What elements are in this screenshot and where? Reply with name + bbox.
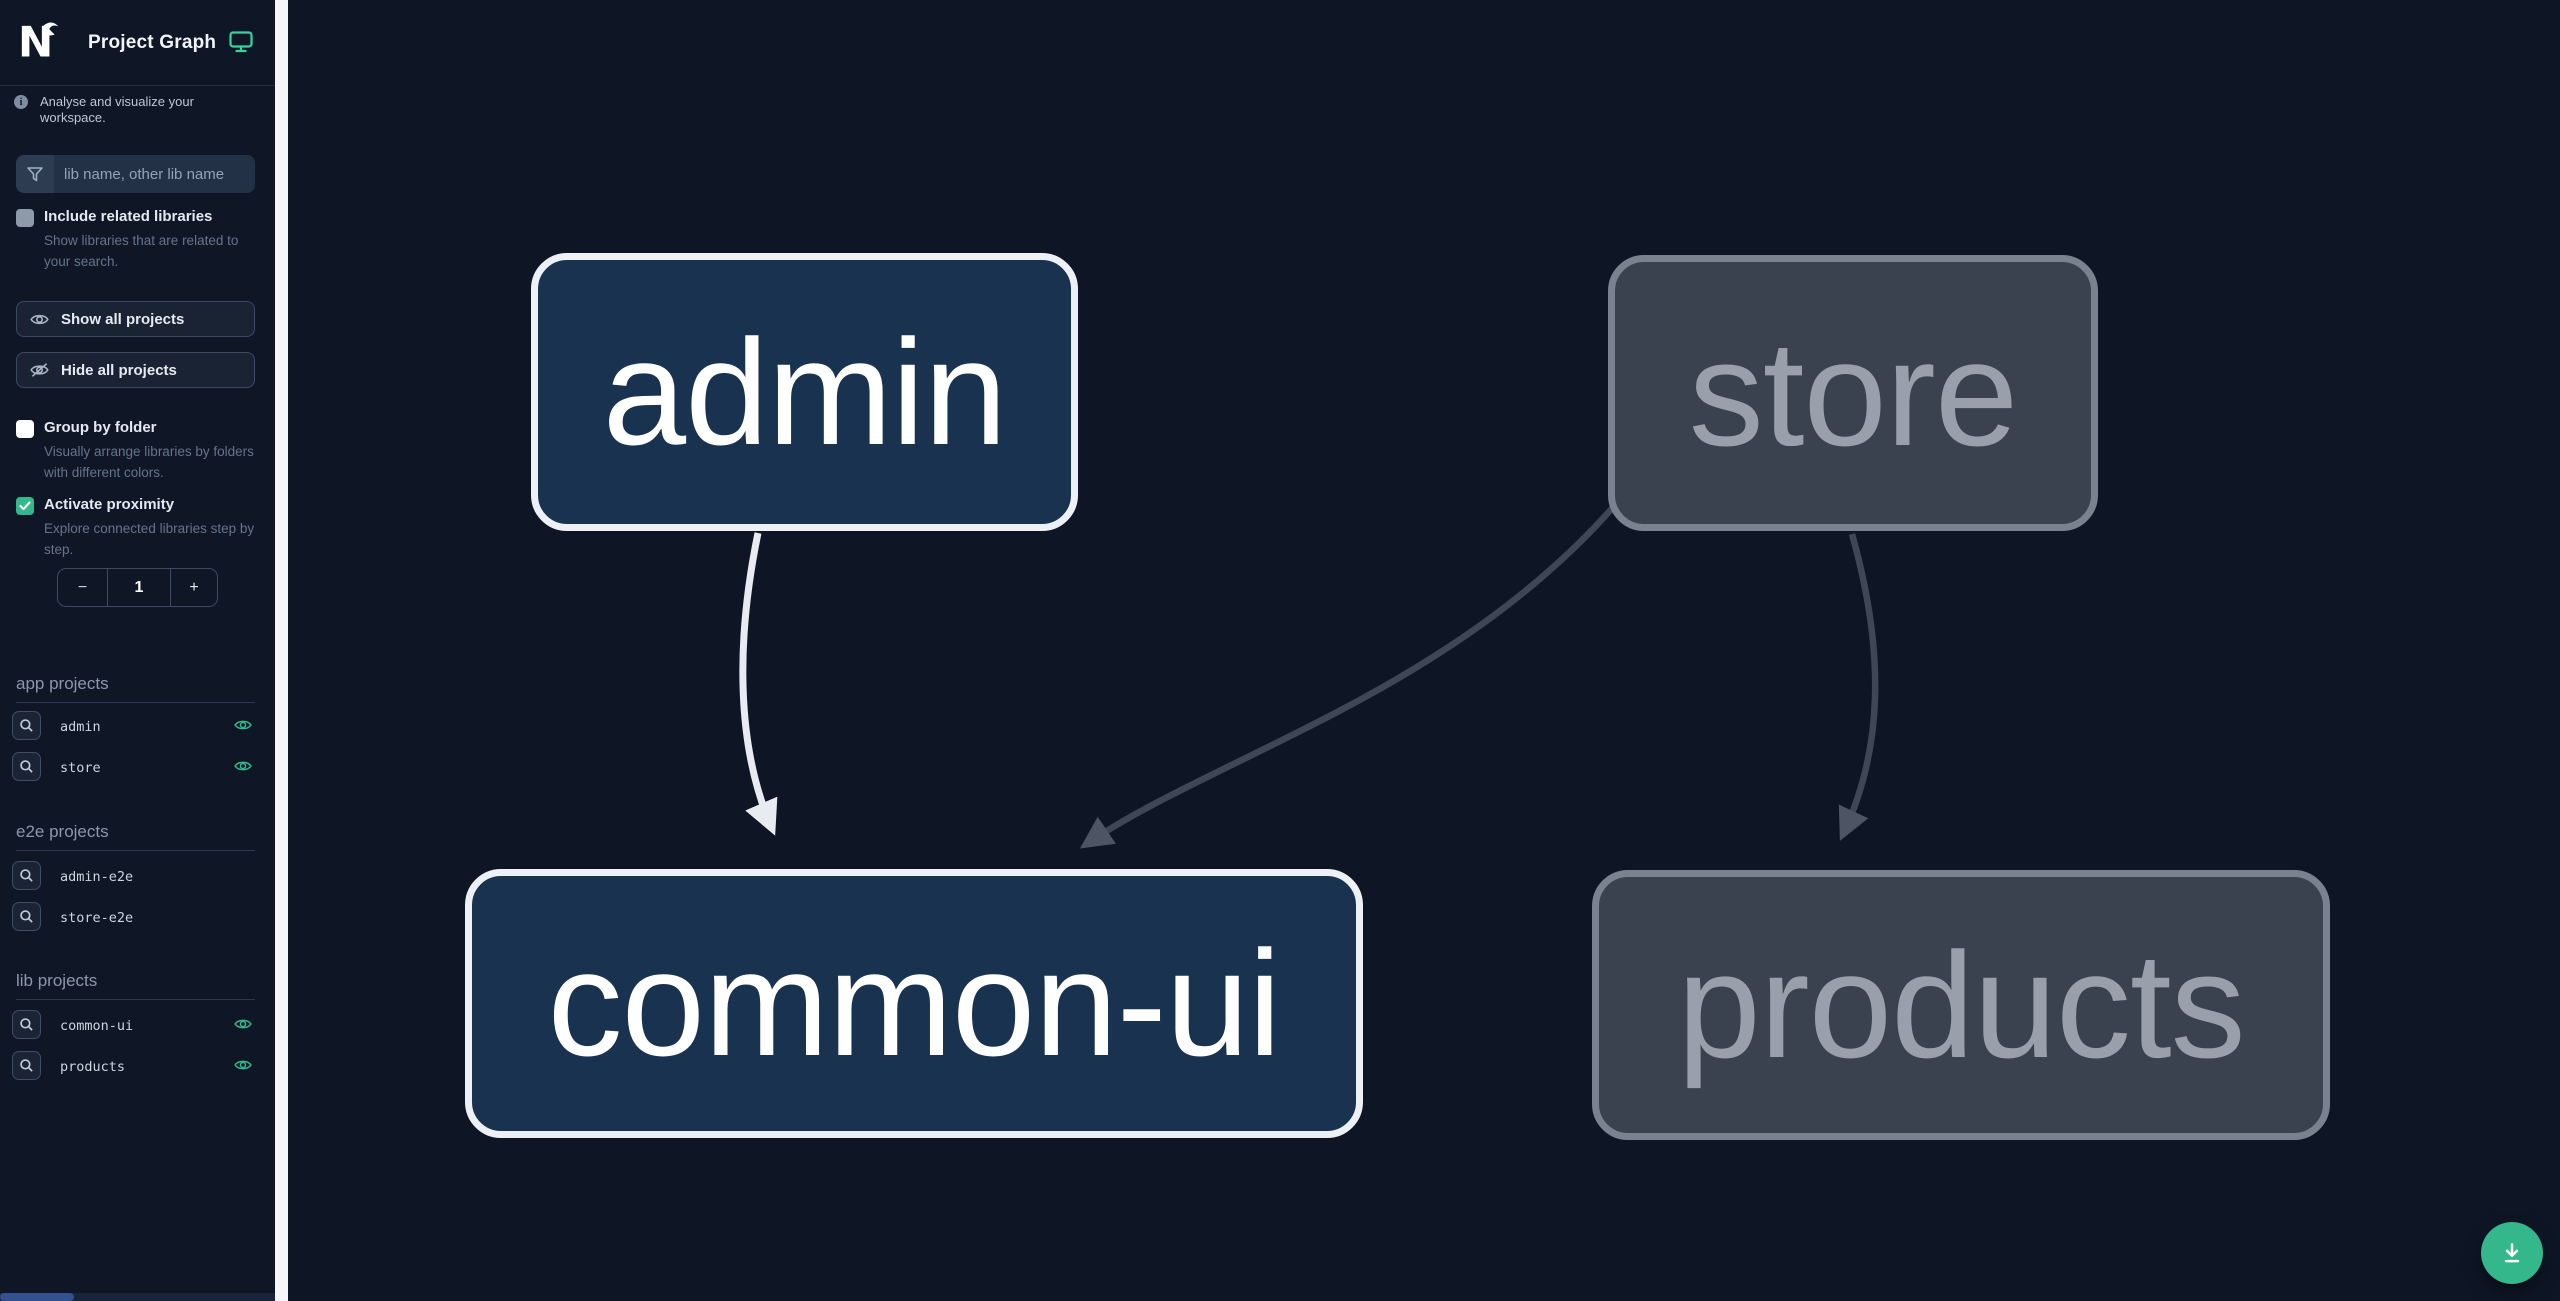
checkbox-description: Visually arrange libraries by folders wi…: [44, 444, 254, 480]
node-label: store: [1688, 308, 2018, 477]
section-title-lib-projects: lib projects: [16, 971, 255, 1000]
increment-button[interactable]: +: [189, 578, 199, 596]
edge-store-to-common-ui: [1079, 494, 1625, 849]
edges-layer: [739, 494, 1879, 849]
include-related-checkbox[interactable]: [16, 209, 34, 227]
sidebar: N Project Graph i Analyse and visualize …: [0, 0, 275, 1301]
project-name: common-ui: [60, 1018, 134, 1034]
eye-off-icon: [30, 362, 49, 378]
funnel-icon: [16, 155, 54, 193]
focus-project-icon: [20, 1018, 33, 1031]
monitor-icon[interactable]: [229, 31, 253, 53]
project-name: admin: [60, 719, 101, 735]
project-row-products: products: [12, 1051, 256, 1081]
graph-node-admin[interactable]: admin: [531, 253, 1078, 531]
focus-project-button[interactable]: [12, 1051, 41, 1080]
checkbox-label: Include related libraries: [44, 208, 213, 225]
edge-store-to-products: [1838, 533, 1879, 841]
search-input[interactable]: [54, 155, 255, 193]
checkbox-description: Explore connected libraries step by step…: [44, 521, 255, 557]
focus-project-icon: [20, 1059, 33, 1072]
include-related-row: Include related libraries Show libraries…: [16, 207, 256, 277]
activate-proximity-row: Activate proximity Explore connected lib…: [16, 495, 256, 565]
download-button[interactable]: [2481, 1222, 2543, 1284]
toggle-visibility-eye-icon[interactable]: [234, 718, 252, 732]
group-by-folder-row: Group by folder Visually arrange librari…: [16, 418, 256, 488]
project-row-store: store: [12, 752, 256, 782]
focus-project-button[interactable]: [12, 861, 41, 890]
graph-node-store[interactable]: store: [1608, 255, 2098, 531]
section-title-app-projects: app projects: [16, 674, 255, 703]
toggle-visibility-eye-icon[interactable]: [234, 1058, 252, 1072]
button-label: Show all projects: [61, 310, 185, 328]
horizontal-scrollbar-thumb[interactable]: [0, 1293, 74, 1301]
focus-project-button[interactable]: [12, 752, 41, 781]
section-title-e2e-projects: e2e projects: [16, 822, 255, 851]
workspace-info: i Analyse and visualize your workspace.: [14, 94, 262, 126]
project-name: store: [60, 760, 101, 776]
project-name: store-e2e: [60, 910, 134, 926]
activate-proximity-checkbox[interactable]: [16, 497, 34, 515]
project-row-admin-e2e: admin-e2e: [12, 861, 256, 891]
focus-project-icon: [20, 910, 33, 923]
node-label: products: [1677, 920, 2245, 1089]
page-title: Project Graph: [88, 32, 217, 53]
sidebar-header: N Project Graph: [0, 0, 275, 86]
checkbox-description: Show libraries that are related to your …: [44, 233, 239, 269]
download-icon: [2504, 1243, 2520, 1263]
graph-node-common-ui[interactable]: common-ui: [465, 869, 1363, 1138]
nx-logo-icon: N: [18, 18, 62, 67]
group-by-folder-checkbox[interactable]: [16, 420, 34, 438]
info-icon: i: [14, 95, 28, 109]
filter-box: [16, 155, 255, 193]
toggle-visibility-eye-icon[interactable]: [234, 759, 252, 773]
toggle-visibility-eye-icon[interactable]: [234, 1017, 252, 1031]
project-name: admin-e2e: [60, 869, 134, 885]
project-row-store-e2e: store-e2e: [12, 902, 256, 932]
tagline: Analyse and visualize your workspace.: [40, 94, 194, 125]
checkbox-label: Activate proximity: [44, 496, 175, 513]
focus-project-icon: [20, 719, 33, 732]
horizontal-scrollbar: [0, 1293, 275, 1301]
graph-node-products[interactable]: products: [1592, 870, 2330, 1140]
decrement-button[interactable]: −: [77, 578, 88, 596]
show-all-projects-button[interactable]: Show all projects: [16, 301, 255, 337]
hide-all-projects-button[interactable]: Hide all projects: [16, 352, 255, 388]
eye-icon: [30, 312, 49, 327]
proximity-value: 1: [107, 569, 171, 606]
proximity-stepper: − 1 +: [57, 568, 218, 607]
project-row-common-ui: common-ui: [12, 1010, 256, 1040]
focus-project-button[interactable]: [12, 1010, 41, 1039]
focus-project-button[interactable]: [12, 902, 41, 931]
edge-admin-to-common-ui: [739, 532, 778, 836]
project-name: products: [60, 1059, 126, 1075]
focus-project-button[interactable]: [12, 711, 41, 740]
check-icon: [19, 501, 31, 511]
project-row-admin: admin: [12, 711, 256, 741]
focus-project-icon: [20, 869, 33, 882]
node-label: common-ui: [547, 919, 1282, 1087]
button-label: Hide all projects: [61, 361, 177, 379]
node-label: admin: [602, 307, 1008, 476]
graph-canvas[interactable]: admin store common-ui products: [288, 0, 2560, 1301]
checkbox-label: Group by folder: [44, 419, 157, 436]
focus-project-icon: [20, 760, 33, 773]
sidebar-resizer[interactable]: [275, 0, 288, 1301]
